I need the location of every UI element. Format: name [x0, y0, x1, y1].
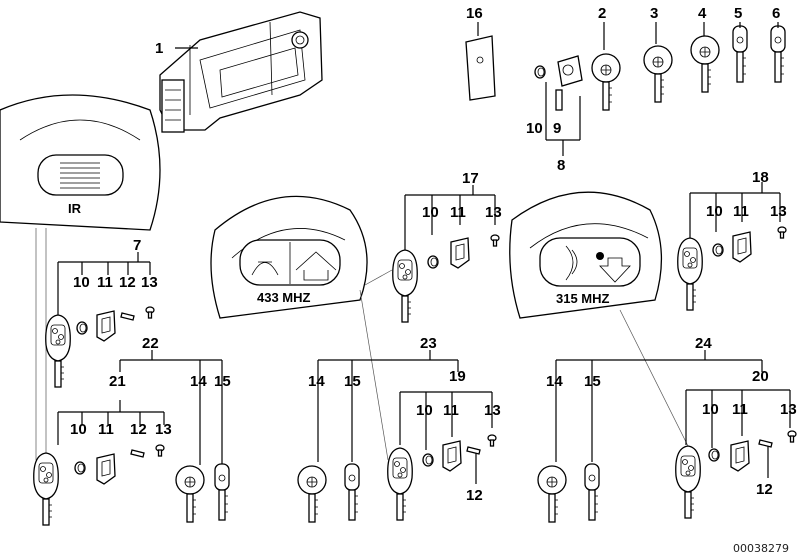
part-label-14-a: 14	[190, 373, 207, 390]
cover-18-illustration	[732, 231, 752, 263]
part-label-19: 19	[449, 368, 466, 385]
key-14c-illustration	[537, 465, 567, 523]
part-label-14-b: 14	[308, 373, 325, 390]
document-code: 00038279	[733, 542, 789, 555]
part-label-11-g17: 11	[450, 204, 466, 221]
part-label-23: 23	[420, 335, 437, 352]
battery-7-illustration	[76, 321, 88, 335]
cover-19-illustration	[442, 440, 462, 472]
remote-315-cover-illustration	[509, 191, 663, 319]
part-label-18: 18	[752, 169, 769, 186]
part-label-10-g7: 10	[73, 274, 90, 291]
key-15b-illustration	[344, 463, 360, 521]
screw-21-illustration	[155, 444, 165, 457]
key-remote-21-illustration	[33, 452, 59, 526]
part-label-11-g19: 11	[443, 402, 459, 419]
part-label-9: 9	[553, 120, 561, 137]
part-label-14-c: 14	[546, 373, 563, 390]
remote-label-ir: IR	[68, 201, 82, 216]
battery-19-illustration	[422, 453, 434, 467]
part-label-3: 3	[650, 5, 658, 22]
key-remote-7-illustration	[45, 314, 71, 388]
battery-21-illustration	[74, 461, 86, 475]
screw-20-illustration	[787, 430, 797, 443]
label-19-illustration	[466, 446, 481, 455]
key-15c-illustration	[584, 463, 600, 521]
key-3-illustration	[643, 45, 673, 103]
part-label-11-g21: 11	[98, 421, 114, 438]
part-label-12-g7: 12	[119, 274, 136, 291]
key-remote-17-illustration	[392, 249, 418, 323]
key-remote-19-illustration	[387, 447, 413, 521]
screw-17-illustration	[490, 234, 500, 247]
part-label-13-g20: 13	[780, 401, 797, 418]
remote-label-433: 433 MHZ	[257, 290, 311, 305]
part-label-12-g20: 12	[756, 481, 773, 498]
key-2-illustration	[591, 53, 621, 111]
battery-20-illustration	[708, 448, 720, 462]
screw-19-illustration	[487, 434, 497, 447]
part-label-10-g20: 10	[702, 401, 719, 418]
part-label-1: 1	[155, 40, 163, 57]
screw-7-illustration	[145, 306, 155, 319]
label-21-illustration	[130, 449, 145, 458]
battery-18-illustration	[712, 243, 724, 257]
part-label-15-b: 15	[344, 373, 361, 390]
part-label-11-g7: 11	[97, 274, 113, 291]
key-14b-illustration	[297, 465, 327, 523]
cylinder-parts-illustration	[534, 55, 583, 111]
part-label-10-g18: 10	[706, 203, 723, 220]
label-20-illustration	[758, 439, 773, 448]
part-label-6: 6	[772, 5, 780, 22]
part-label-16: 16	[466, 5, 483, 22]
part-label-15-a: 15	[214, 373, 231, 390]
key-14a-illustration	[175, 465, 205, 523]
part-label-10-top: 10	[526, 120, 543, 137]
part-label-12-g21: 12	[130, 421, 147, 438]
part-label-15-c: 15	[584, 373, 601, 390]
part-label-5: 5	[734, 5, 742, 22]
part-label-22: 22	[142, 335, 159, 352]
remote-cap-illustration	[465, 35, 496, 101]
cover-20-illustration	[730, 440, 750, 472]
label-7-illustration	[120, 312, 135, 321]
part-label-20: 20	[752, 368, 769, 385]
part-label-11-g20: 11	[732, 401, 748, 418]
part-label-13-g19: 13	[484, 402, 501, 419]
lock-housing-illustration	[159, 11, 323, 133]
key-6-illustration	[770, 25, 786, 83]
key-remote-18-illustration	[677, 237, 703, 311]
key-remote-20-illustration	[675, 445, 701, 519]
remote-ir-cover-illustration	[0, 94, 161, 231]
part-label-10-g21: 10	[70, 421, 87, 438]
part-label-24: 24	[695, 335, 712, 352]
key-15a-illustration	[214, 463, 230, 521]
part-label-13-g18: 13	[770, 203, 787, 220]
part-label-17: 17	[462, 170, 479, 187]
cover-21-illustration	[96, 453, 116, 485]
key-5-illustration	[732, 25, 748, 83]
key-4-illustration	[690, 35, 720, 93]
part-label-7: 7	[133, 237, 141, 254]
part-label-12-g19: 12	[466, 487, 483, 504]
screw-18-illustration	[777, 226, 787, 239]
remote-label-315: 315 MHZ	[556, 291, 610, 306]
part-label-13-g21: 13	[155, 421, 172, 438]
cover-7-illustration	[96, 310, 116, 342]
part-label-11-g18: 11	[733, 203, 749, 220]
part-label-21: 21	[109, 373, 126, 390]
remote-433-cover-illustration	[210, 195, 368, 319]
battery-17-illustration	[427, 255, 439, 269]
cover-17-illustration	[450, 237, 470, 269]
part-label-10-g17: 10	[422, 204, 439, 221]
part-label-2: 2	[598, 5, 606, 22]
part-label-8: 8	[557, 157, 565, 174]
part-label-4: 4	[698, 5, 707, 22]
part-label-10-g19: 10	[416, 402, 433, 419]
part-label-13-g17: 13	[485, 204, 502, 221]
part-label-13-g7: 13	[141, 274, 158, 291]
